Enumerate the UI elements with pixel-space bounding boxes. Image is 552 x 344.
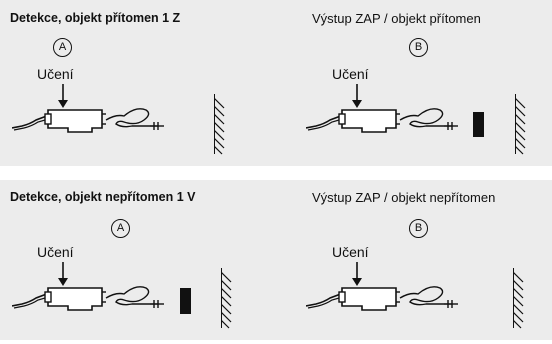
bottom-right-sensor-icon — [306, 262, 459, 311]
top-left-teach-label: Učení — [37, 66, 74, 82]
bottom-right-wall-icon — [513, 268, 524, 329]
top-right-wall-icon — [515, 94, 526, 155]
bottom-left-object-block-icon — [180, 288, 191, 314]
top-left-circle-label: A — [53, 38, 72, 57]
top-right-sensor-icon — [306, 84, 459, 133]
bottom-left-circle-label: A — [111, 219, 130, 238]
bottom-left-title: Detekce, objekt nepřítomen 1 V — [10, 190, 196, 204]
bottom-right-circle-label: B — [409, 219, 428, 238]
bottom-left-teach-label: Učení — [37, 244, 74, 260]
bottom-right-teach-label: Učení — [332, 244, 369, 260]
top-panel: Detekce, objekt přítomen 1 Z A Učení Výs… — [0, 0, 552, 166]
top-right-title: Výstup ZAP / objekt přítomen — [312, 11, 481, 26]
top-right-teach-label: Učení — [332, 66, 369, 82]
top-left-sensor-icon — [12, 84, 165, 133]
top-right-object-block-icon — [473, 112, 484, 137]
bottom-panel: Detekce, objekt nepřítomen 1 V A Učení V… — [0, 180, 552, 340]
top-left-title: Detekce, objekt přítomen 1 Z — [10, 11, 181, 25]
top-right-circle-label: B — [409, 38, 428, 57]
bottom-left-wall-icon — [221, 268, 232, 329]
bottom-right-title: Výstup ZAP / objekt nepřítomen — [312, 190, 496, 205]
top-left-wall-icon — [214, 94, 225, 155]
bottom-left-sensor-icon — [12, 262, 165, 311]
